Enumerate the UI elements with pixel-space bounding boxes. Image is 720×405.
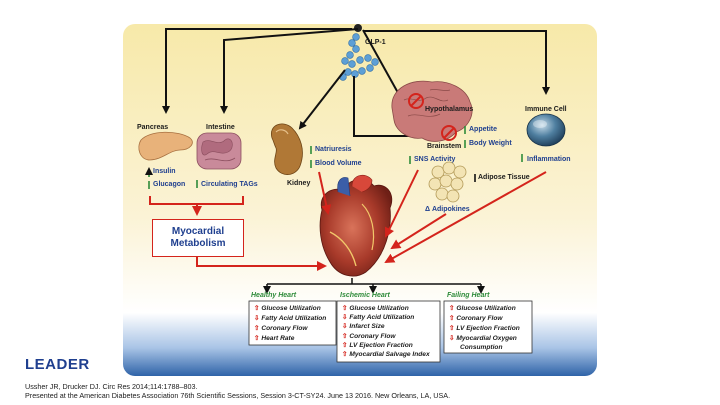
brain-icon — [391, 80, 473, 142]
intestine-label: Intestine — [206, 124, 235, 131]
red-arrows — [149, 169, 547, 271]
ischemic-row: ⇩ Infarct Size — [342, 323, 385, 330]
sns-activity-label: SNS Activity — [414, 156, 456, 163]
arrow-inflammation-to-heart — [384, 171, 547, 263]
immune-cell-label: Immune Cell — [525, 106, 567, 113]
intestine-icon — [196, 132, 242, 170]
insulin-label: Insulin — [153, 168, 176, 175]
pancreas-label: Pancreas — [137, 124, 169, 131]
healthy-heart-box — [248, 300, 337, 346]
hypothalamus-label: Hypothalamus — [425, 106, 474, 113]
kidney-label: Kidney — [287, 180, 311, 187]
healthy-row: ⇧ Heart Rate — [254, 335, 295, 342]
glp1-molecule-icon — [339, 24, 379, 81]
healthy-row: ⇧ Coronary Flow — [254, 325, 308, 332]
circulating-tags-label: Circulating TAGs — [201, 181, 258, 188]
failing-row: Consumption — [460, 344, 503, 351]
immune-cell-icon — [526, 113, 566, 147]
arrow-kidney-to-heart — [318, 171, 332, 215]
arrow-metabolism-to-heart — [196, 257, 327, 271]
adipose-tissue-label: Adipose Tissue — [478, 174, 530, 181]
blood-volume-label: Blood Volume — [315, 160, 362, 167]
adipokines-label: Δ Adipokines — [425, 206, 470, 213]
failing-row: ⇩ Myocardial Oxygen — [449, 335, 517, 342]
pancreas-icon — [138, 131, 193, 161]
healthy-row: ⇩ Fatty Acid Utilization — [254, 315, 327, 322]
healthy-row: ⇧ Glucose Utilization — [254, 305, 321, 312]
arrow-to-pancreas — [162, 28, 352, 114]
failing-heart-box — [443, 300, 533, 354]
arrow-to-intestine — [220, 28, 359, 114]
natriuresis-label: Natriuresis — [315, 146, 352, 153]
appetite-label: Appetite — [469, 126, 497, 133]
failing-heart-title: Failing Heart — [447, 292, 490, 299]
arrow-sns-to-heart — [384, 169, 419, 238]
adipose-tissue-icon — [428, 161, 467, 203]
arrow-to-brainstem — [353, 76, 434, 140]
brainstem-label: Brainstem — [427, 143, 462, 150]
arrow-to-immune-cell — [364, 30, 550, 95]
heart-icon — [319, 174, 393, 277]
indicator-arrows — [145, 126, 523, 189]
ischemic-row: ⇧ LV Ejection Fraction — [342, 342, 413, 349]
failing-row: ⇧ Coronary Flow — [449, 315, 503, 322]
glp1-label: GLP-1 — [365, 39, 386, 46]
myocardial-metabolism-box: Myocardial Metabolism — [152, 219, 244, 257]
ischemic-row: ⇧ Glucose Utilization — [342, 305, 409, 312]
ischemic-heart-title: Ischemic Heart — [340, 292, 390, 299]
glucagon-label: Glucagon — [153, 181, 186, 188]
inflammation-label: Inflammation — [527, 156, 571, 163]
citation-line-1: Ussher JR, Drucker DJ. Circ Res 2014;114… — [25, 382, 198, 391]
leader-logo: LEADER — [25, 356, 90, 373]
glp1-arrows — [162, 28, 550, 140]
myocardial-metabolism-label: Myocardial Metabolism — [170, 226, 226, 249]
failing-row: ⇧ LV Ejection Fraction — [449, 325, 520, 332]
arrow-to-hypothalamus — [362, 29, 403, 102]
kidney-icon — [270, 123, 303, 175]
body-weight-label: Body Weight — [469, 140, 512, 147]
arrow-adipokines-to-heart — [390, 213, 447, 250]
arrow-to-kidney — [298, 69, 346, 130]
ischemic-row: ⇧ Coronary Flow — [342, 333, 396, 340]
ischemic-row: ⇩ Fatty Acid Utilization — [342, 314, 415, 321]
citation: Ussher JR, Drucker DJ. Circ Res 2014;114… — [25, 382, 450, 400]
ischemic-heart-box — [336, 300, 441, 363]
ischemic-row: ⇧ Myocardial Salvage Index — [342, 351, 430, 358]
healthy-heart-title: Healthy Heart — [251, 292, 297, 299]
citation-line-2: Presented at the American Diabetes Assoc… — [25, 391, 451, 400]
failing-row: ⇧ Glucose Utilization — [449, 305, 516, 312]
outcome-bracket — [263, 278, 485, 294]
